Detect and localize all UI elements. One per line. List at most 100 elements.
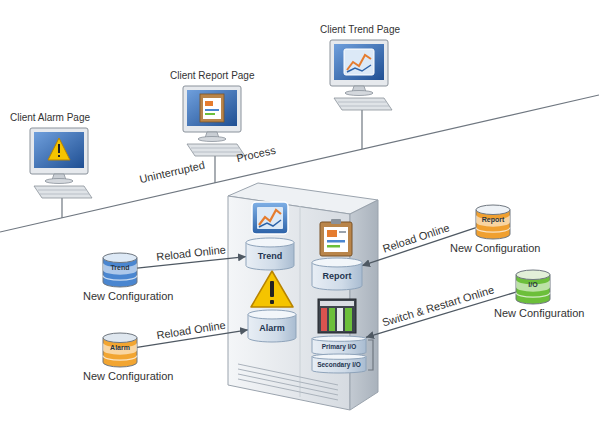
trend-icon-part [257, 207, 283, 229]
cylinder-band [103, 355, 137, 360]
report-icon-part [327, 230, 337, 237]
node-title: Trend [83, 264, 157, 272]
monitor-illustration [330, 40, 392, 110]
trend-icon-part [252, 202, 288, 234]
monitor-illustration-part [198, 137, 226, 142]
monitor-illustration [30, 128, 92, 198]
report-icon-part [327, 240, 345, 243]
cylinder-top [246, 238, 294, 247]
config-database: ReportNew Configuration [476, 205, 510, 239]
warning-icon-part [270, 300, 274, 304]
monitor-illustration-part [183, 86, 241, 132]
monitor-illustration-part [203, 98, 221, 119]
edge-label: Reload Online [156, 318, 227, 341]
monitor-illustration-part [347, 65, 371, 72]
bracket [368, 340, 373, 370]
monitor-illustration-part [34, 132, 84, 168]
node-title: Primary I/O [292, 343, 386, 350]
io-rack-icon-part [345, 308, 352, 331]
monitor-illustration-part [58, 155, 60, 157]
config-database: TrendNew Configuration [103, 253, 137, 287]
node-note: New Configuration [494, 307, 585, 319]
report-icon-part [331, 219, 341, 224]
io-rack-icon-part [329, 308, 335, 331]
edge-label: Reload Online [155, 244, 226, 263]
warning-icon-part [270, 281, 274, 297]
monitor-illustration-part [345, 91, 373, 96]
monitor-illustration-part [38, 190, 89, 194]
node-title: Report [456, 216, 530, 224]
network-label: Uninterrupted [138, 159, 206, 186]
monitor-illustration-part [200, 94, 224, 122]
server-store: Trend [246, 238, 294, 270]
warning-icon [251, 271, 293, 307]
server-tower [228, 183, 378, 410]
trend-icon [252, 202, 288, 234]
server-store: Alarm [248, 310, 296, 342]
monitor-illustration-part [58, 144, 60, 153]
network-drop [361, 110, 362, 149]
node-note: New Configuration [450, 242, 541, 254]
cylinder-top [312, 354, 366, 359]
node-note: New Configuration [83, 290, 174, 302]
monitor-illustration-part [205, 113, 215, 115]
report-icon-part [339, 231, 346, 233]
node-title: Secondary I/O [292, 361, 386, 368]
node-title: Report [292, 272, 382, 282]
cylinder-top [312, 336, 366, 341]
client-monitor: Client Trend Page [330, 40, 388, 86]
monitor-illustration-part [344, 49, 374, 75]
config-database: AlarmNew Configuration [103, 333, 137, 367]
io-rack-icon-part [337, 308, 343, 331]
edge-label: Reload Online [381, 221, 451, 255]
monitor-illustration-part [334, 98, 392, 110]
server-store: Primary I/O [312, 336, 366, 355]
network-label: Process [235, 144, 276, 165]
cylinder-band [476, 227, 510, 232]
client-monitor: Client Alarm Page [30, 128, 88, 174]
monitor-illustration-part [34, 186, 92, 198]
monitor-illustration [183, 86, 245, 156]
config-database: I/ONew Configuration [516, 270, 550, 304]
report-icon-part [327, 245, 340, 248]
monitor-illustration-part [205, 101, 213, 106]
server-store: Report [312, 258, 362, 290]
client-monitor: Client Report Page [183, 86, 241, 132]
warning-icon-part [251, 271, 293, 307]
node-title: Client Trend Page [320, 24, 400, 35]
monitor-illustration-part [205, 109, 219, 111]
network-drop [214, 156, 215, 183]
node-title: Alarm [228, 324, 316, 334]
cylinder-top [312, 258, 362, 267]
node-note: New Configuration [83, 370, 174, 382]
node-title: Client Alarm Page [10, 112, 90, 123]
monitor-illustration-part [191, 148, 242, 152]
monitor-illustration-part [338, 102, 389, 106]
cylinder-band [103, 275, 137, 280]
trend-icon-part [259, 220, 281, 227]
node-title: I/O [496, 281, 570, 289]
node-title: Alarm [83, 344, 157, 352]
cylinder-top [103, 333, 137, 343]
network-drop [61, 198, 62, 218]
io-rack-icon-part [318, 299, 356, 333]
cylinder-band [516, 292, 550, 297]
monitor-illustration-part [45, 179, 73, 184]
monitor-illustration-part [187, 90, 237, 126]
server-store: Secondary I/O [312, 354, 366, 373]
io-rack-icon-part [321, 308, 327, 331]
node-title: Trend [226, 252, 314, 262]
monitor-illustration-part [48, 138, 70, 160]
cylinder-top [248, 310, 296, 319]
edge-label: Switch & Restart Online [381, 284, 496, 329]
cylinder-top [516, 270, 550, 280]
monitor-illustration-part [330, 40, 388, 86]
io-rack-icon-part [320, 301, 354, 306]
cylinder-top [103, 253, 137, 263]
server-tower-part [300, 206, 301, 397]
report-icon [320, 219, 352, 256]
io-rack-icon [318, 299, 356, 333]
monitor-illustration-part [30, 128, 88, 174]
cylinder-top [476, 205, 510, 215]
